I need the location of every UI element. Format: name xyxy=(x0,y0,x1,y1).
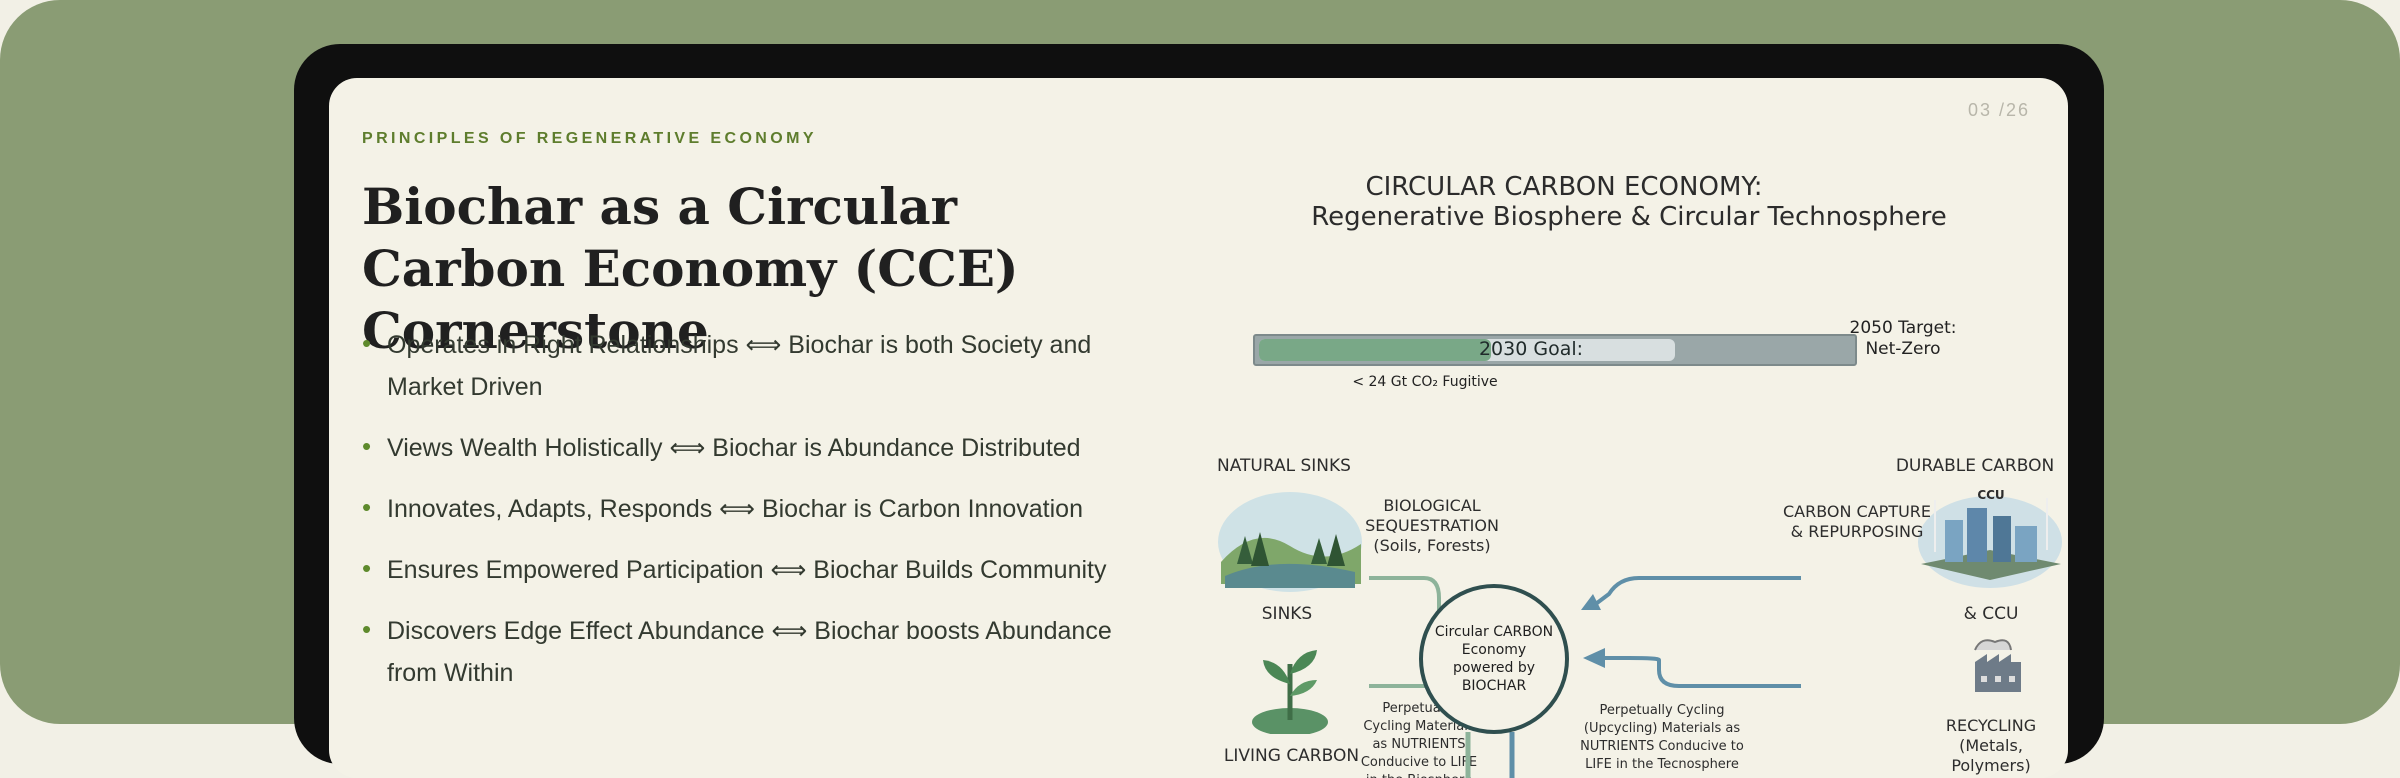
bullet-text: Views Wealth Holistically ⟺ Biochar is A… xyxy=(387,434,1081,462)
goal-bar-note: < 24 Gt CO₂ Fugitive xyxy=(1352,374,1498,390)
bullet-item: • Discovers Edge Effect Abundance ⟺ Bioch… xyxy=(362,610,1142,694)
natural-sinks-label: NATURAL SINKS xyxy=(1217,456,1351,476)
bullet-dot-icon: • xyxy=(362,492,372,522)
slide-title: Biochar as a Circular Carbon Economy (CC… xyxy=(362,177,1019,360)
infographic-title: CIRCULAR CARBON ECONOMY: xyxy=(1365,172,1763,202)
bullet-list: • Operates in Right Relationships ⟺ Bioch… xyxy=(362,324,1142,713)
bullet-text: Discovers Edge Effect Abundance ⟺ Biocha… xyxy=(387,617,1112,687)
bullet-text: Operates in Right Relationships ⟺ Biocha… xyxy=(387,331,1092,401)
forest-illustration-icon xyxy=(1218,492,1362,592)
hub-text: Circular CARBON Economy powered by BIOCH… xyxy=(1434,624,1554,694)
bullet-item: • Innovates, Adapts, Responds ⟺ Biochar i… xyxy=(362,488,1142,530)
bullet-dot-icon: • xyxy=(362,431,372,461)
durable-carbon-label: DURABLE CARBON xyxy=(1895,456,2055,476)
recycling-sub: (Metals, Polymers) Aggregates xyxy=(1945,736,2037,778)
bullet-item: • Views Wealth Holistically ⟺ Biochar is … xyxy=(362,427,1142,469)
goal-bar-label: 2030 Goal: xyxy=(1478,338,1584,360)
and-ccu-label: & CCU xyxy=(1963,604,2019,624)
bio-sequestration-sub: (Soils, Forests) xyxy=(1373,536,1491,555)
slide: 03 /26 PRINCIPLES OF REGENERATIVE ECONOM… xyxy=(329,78,2068,778)
slide-eyebrow: PRINCIPLES OF REGENERATIVE ECONOMY xyxy=(362,130,817,147)
industrial-city-icon xyxy=(1918,496,2062,588)
carbon-capture-label: CARBON CAPTURE & REPURPOSING xyxy=(1782,502,1932,541)
ccu-badge: CCU xyxy=(1977,488,2005,502)
recycling-title: RECYCLING xyxy=(1945,716,2037,735)
bullet-dot-icon: • xyxy=(362,328,372,358)
bullet-item: • Ensures Empowered Participation ⟺ Bioch… xyxy=(362,549,1142,591)
page-number: 03 /26 xyxy=(1967,100,2030,120)
goal-bar-fill xyxy=(1259,339,1491,361)
bullet-item: • Operates in Right Relationships ⟺ Bioch… xyxy=(362,324,1142,408)
factory-icon xyxy=(1974,639,2021,692)
bullet-text: Innovates, Adapts, Responds ⟺ Biochar is… xyxy=(387,495,1083,523)
sinks-label: SINKS xyxy=(1261,604,1313,624)
tech-cycle-text: Perpetually Cycling (Upcycling) Material… xyxy=(1580,703,1744,772)
cce-infographic: CIRCULAR CARBON ECONOMY: Regenerative Bi… xyxy=(1209,158,2068,778)
bullet-dot-icon: • xyxy=(362,614,372,644)
bio-sequestration-title: BIOLOGICAL SEQUESTRATION xyxy=(1365,496,1499,535)
bullet-dot-icon: • xyxy=(362,553,372,583)
target-2050: 2050 Target: Net-Zero xyxy=(1849,318,1957,359)
infographic-subtitle: Regenerative Biosphere & Circular Techno… xyxy=(1311,202,1947,232)
bullet-text: Ensures Empowered Participation ⟺ Biocha… xyxy=(387,556,1107,584)
bio-sequestration-label: BIOLOGICAL SEQUESTRATION (Soils, Forests… xyxy=(1357,496,1507,556)
recycling-label: RECYCLING (Metals, Polymers) Aggregates xyxy=(1921,716,2061,778)
cce-hub-circle: Circular CARBON Economy powered by BIOCH… xyxy=(1419,584,1569,734)
goal-progress-bar: 2030 Goal: xyxy=(1253,334,1857,366)
